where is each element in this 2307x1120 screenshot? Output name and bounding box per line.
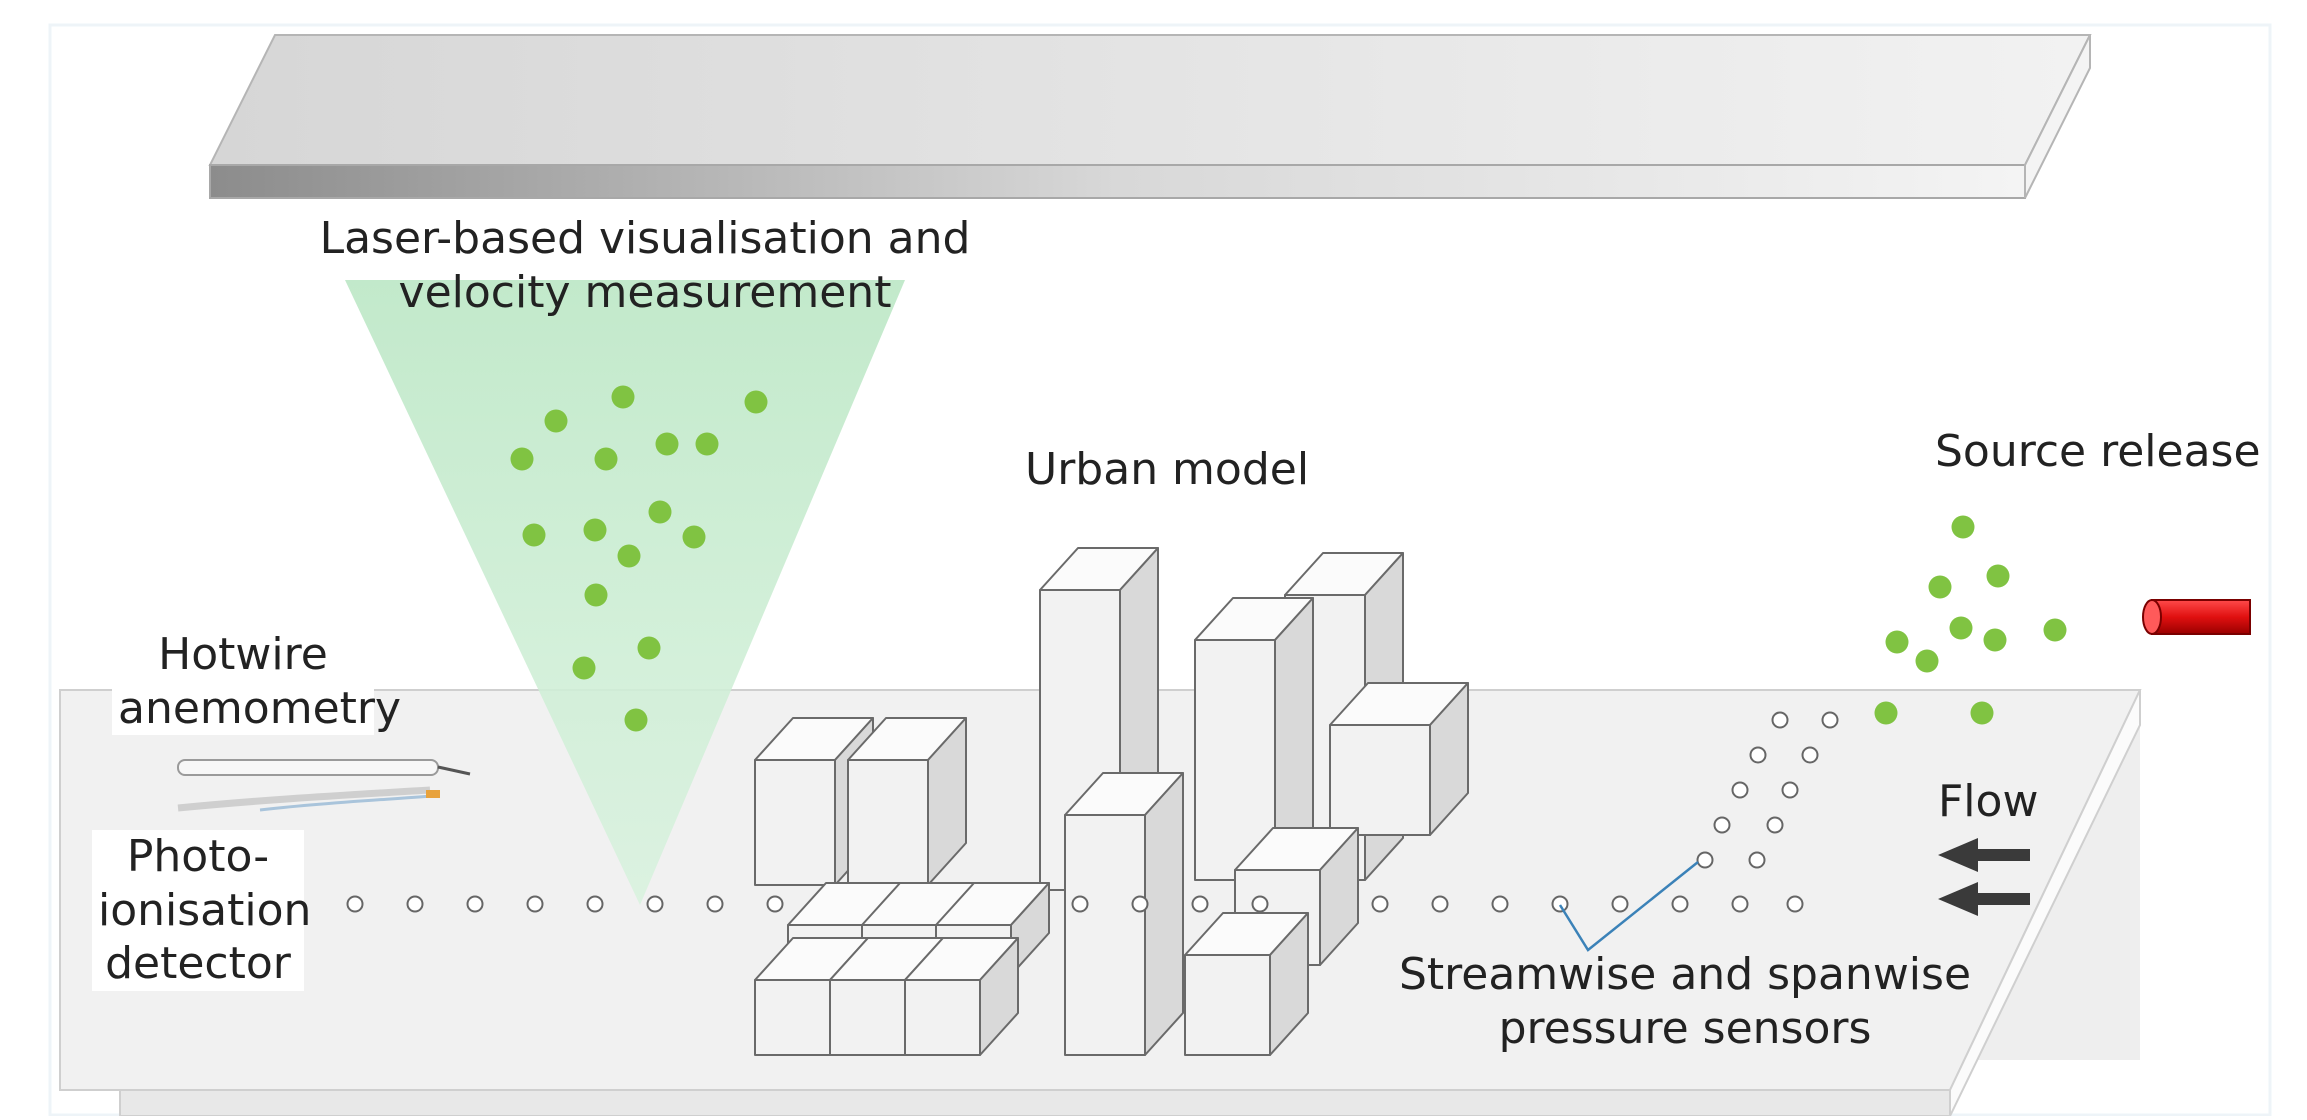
flow-label: Flow (1938, 775, 2038, 829)
pressure-tap (1731, 895, 1749, 913)
pressure-tap (646, 895, 664, 913)
building-block (1064, 772, 1184, 1056)
pressure-sensor-taps (346, 711, 1839, 913)
seeding-particles (510, 385, 2067, 732)
seeding-particle (1949, 616, 1973, 640)
pressure-tap (1371, 895, 1389, 913)
pressure-tap (526, 895, 544, 913)
laser-label: Laser-based visualisation and velocity m… (300, 212, 990, 319)
pid-label-line: ionisation (98, 884, 312, 936)
seeding-particle (637, 636, 661, 660)
pressure-label-line: pressure sensors (1498, 1002, 1872, 1054)
pressure-tap (766, 895, 784, 913)
pressure-tap (1771, 711, 1789, 729)
seeding-particle (522, 523, 546, 547)
source-release-label: Source release (1935, 425, 2261, 479)
pressure-label-line: Streamwise and spanwise (1398, 949, 1972, 1000)
source-release-text: Source release (1935, 426, 2261, 477)
laser-sheet (345, 280, 905, 905)
seeding-particle (1983, 628, 2007, 652)
seeding-particle (744, 390, 768, 414)
seeding-particle (648, 500, 672, 524)
pressure-tap (1131, 895, 1149, 913)
pressure-tap (1713, 816, 1731, 834)
seeding-particle (682, 525, 706, 549)
pressure-tap (1766, 816, 1784, 834)
pressure-tap (406, 895, 424, 913)
building-block (904, 937, 1019, 1056)
pressure-tap (1491, 895, 1509, 913)
pressure-tap (1786, 895, 1804, 913)
pressure-tap (1251, 895, 1269, 913)
seeding-particle (584, 583, 608, 607)
flow-arrow (1938, 838, 2030, 872)
pressure-tap (1781, 781, 1799, 799)
pressure-tap (1671, 895, 1689, 913)
seeding-particle (572, 656, 596, 680)
pressure-tap (1801, 746, 1819, 764)
laser-label-line: Laser-based visualisation and (319, 213, 971, 264)
pid-label: Photo- ionisation detector (92, 830, 312, 992)
seeding-particle (1986, 564, 2010, 588)
building-block (847, 717, 967, 886)
pressure-tap (1748, 851, 1766, 869)
hotwire-label-line: Hotwire (158, 629, 328, 680)
seeding-particle (611, 385, 635, 409)
urban-model-text: Urban model (1025, 444, 1310, 495)
laser-label-line: velocity measurement (398, 266, 892, 318)
pid-label-line: Photo- (126, 831, 270, 882)
seeding-particle (1951, 515, 1975, 539)
seeding-particle (695, 432, 719, 456)
sensor-leader-line (1558, 861, 1699, 952)
seeding-particle (583, 518, 607, 542)
pressure-sensors-label: Streamwise and spanwise pressure sensors (1360, 948, 2010, 1055)
seeding-particle (1874, 701, 1898, 725)
building-block (1184, 912, 1309, 1056)
building-block (1329, 682, 1469, 836)
pressure-tap (1731, 781, 1749, 799)
pressure-tap (1431, 895, 1449, 913)
seeding-particle (1928, 575, 1952, 599)
pressure-tap (1749, 746, 1767, 764)
pressure-tap (586, 895, 604, 913)
flow-arrow (1938, 882, 2030, 916)
seeding-particle (1970, 701, 1994, 725)
seeding-particle (544, 409, 568, 433)
pressure-tap (466, 895, 484, 913)
pid-label-line: detector (105, 938, 291, 990)
hotwire-probe (177, 759, 471, 812)
pressure-tap (1191, 895, 1209, 913)
seeding-particle (624, 708, 648, 732)
hotwire-label-line: anemometry (118, 682, 402, 734)
seeding-particle (1885, 630, 1909, 654)
source-release-pipe (2142, 599, 2251, 635)
pressure-tap (706, 895, 724, 913)
seeding-particle (594, 447, 618, 471)
seeding-particle (2043, 618, 2067, 642)
seeding-particle (510, 447, 534, 471)
pressure-tap (346, 895, 364, 913)
seeding-particle (655, 432, 679, 456)
pressure-tap (1611, 895, 1629, 913)
ceiling-slab (208, 34, 2092, 199)
pressure-tap (1821, 711, 1839, 729)
flow-text: Flow (1938, 776, 2039, 827)
pressure-tap (1551, 895, 1569, 913)
seeding-particle (1915, 649, 1939, 673)
hotwire-label: Hotwire anemometry (112, 628, 402, 736)
urban-model-buildings (754, 547, 1469, 1056)
pressure-tap (1696, 851, 1714, 869)
flow-arrows (1938, 838, 2030, 916)
seeding-particle (617, 544, 641, 568)
urban-model-label: Urban model (1025, 443, 1309, 497)
pressure-tap (1071, 895, 1089, 913)
